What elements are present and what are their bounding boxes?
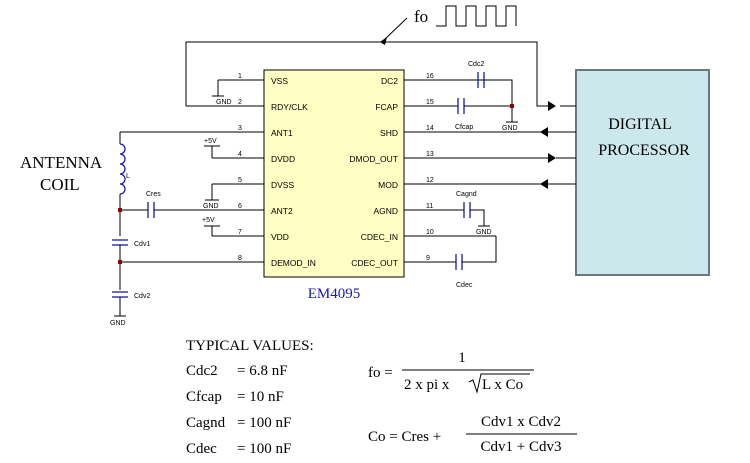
pin-num-12: 12 xyxy=(426,177,434,184)
fo-pointer xyxy=(383,17,408,41)
junction-node xyxy=(510,104,514,108)
digital-processor-box xyxy=(575,69,710,276)
chip-label: EM4095 xyxy=(308,286,361,302)
cdec-label: Cdec xyxy=(456,282,473,289)
pin-num-15: 15 xyxy=(426,99,434,106)
pin-num-1: 1 xyxy=(238,73,242,80)
pin-num-13: 13 xyxy=(426,151,434,158)
vplus-label-dvdd: +5V xyxy=(204,138,217,145)
cdc2-wire xyxy=(484,79,513,122)
value-name-cfcap: Cfcap xyxy=(186,389,222,405)
pin-num-5: 5 xyxy=(238,177,242,184)
co-formula-lhs: Co = Cres + xyxy=(368,429,441,445)
sqrt-symbol xyxy=(468,373,530,394)
value-cfcap: = 10 nF xyxy=(237,389,284,405)
fo-formula-numerator: 1 xyxy=(458,350,466,366)
pin-num-10: 10 xyxy=(426,229,434,236)
inductor-label: L xyxy=(126,173,130,180)
pin-name-fcap: FCAP xyxy=(375,102,398,112)
pin-num-16: 16 xyxy=(426,73,434,80)
vplus-label-vdd: +5V xyxy=(202,217,215,224)
cfcap-label: Cfcap xyxy=(455,124,473,131)
pin-name-rdy-clk: RDY/CLK xyxy=(271,102,308,112)
fo-label: fo xyxy=(414,7,428,26)
pin-name-demod-in: DEMOD_IN xyxy=(271,258,316,268)
cdv1-label: Cdv1 xyxy=(134,241,150,248)
value-cagnd: = 100 nF xyxy=(237,415,291,431)
gnd-label-vss: GND xyxy=(216,99,232,106)
pin-name-dvdd: DVDD xyxy=(271,154,295,164)
pin-num-2: 2 xyxy=(238,99,242,106)
pin-name-agnd: AGND xyxy=(373,206,398,216)
gnd-label-agnd: GND xyxy=(476,229,492,236)
processor-label-line2: PROCESSOR xyxy=(598,142,690,159)
left-pin-lines xyxy=(120,79,264,263)
pin-name-dvss: DVSS xyxy=(271,180,294,190)
value-cdc2: = 6.8 nF xyxy=(237,363,288,379)
junction-node xyxy=(118,260,122,264)
co-formula-numerator: Cdv1 x Cdv2 xyxy=(481,414,561,430)
pin-num-11: 11 xyxy=(426,203,433,210)
pin-name-vdd: VDD xyxy=(271,232,289,242)
cdec-wire xyxy=(462,236,497,263)
pin-num-3: 3 xyxy=(238,125,242,132)
gnd-label-cdv2: GND xyxy=(110,320,126,327)
pin-num-9: 9 xyxy=(426,255,430,262)
fo-formula-denominator-prefix: 2 x pi x xyxy=(404,377,450,393)
cdc2-label: Cdc2 xyxy=(468,61,484,68)
pin-name-ant2: ANT2 xyxy=(271,206,293,216)
processor-arrows xyxy=(540,101,576,189)
antenna-label-line2: COIL xyxy=(40,175,80,194)
pin-name-dc2: DC2 xyxy=(381,76,398,86)
pin-num-8: 8 xyxy=(238,255,242,262)
cagnd-label: Cagnd xyxy=(456,191,477,198)
junction-node xyxy=(118,208,122,212)
square-wave xyxy=(436,5,517,27)
pin-num-14: 14 xyxy=(426,125,434,132)
cagnd-wire xyxy=(470,209,485,226)
value-cdec: = 100 nF xyxy=(237,441,291,457)
pin-name-dmod-out: DMOD_OUT xyxy=(349,154,398,164)
clock-feedback-wire xyxy=(185,41,548,107)
cdv2-label: Cdv2 xyxy=(134,293,150,300)
value-name-cdec: Cdec xyxy=(186,441,217,457)
pin-name-cdec-out: CDEC_OUT xyxy=(351,258,398,268)
gnd-label-dvss: GND xyxy=(203,203,219,210)
pin-name-vss: VSS xyxy=(271,76,288,86)
fo-formula-lhs: fo = xyxy=(368,365,393,381)
gnd-label-fcap: GND xyxy=(502,125,518,132)
em4095-chip xyxy=(263,69,405,278)
antenna-inductor xyxy=(119,143,126,195)
processor-label-line1: DIGITAL xyxy=(608,116,672,133)
fo-formula-radicand: L x Co xyxy=(482,377,523,393)
cres-label: Cres xyxy=(146,191,161,198)
pin-num-7: 7 xyxy=(238,229,242,236)
typical-values-heading: TYPICAL VALUES: xyxy=(186,338,314,354)
value-name-cagnd: Cagnd xyxy=(186,415,226,431)
pin-name-shd: SHD xyxy=(380,128,398,138)
pin-num-6: 6 xyxy=(238,203,242,210)
pin-num-4: 4 xyxy=(238,151,242,158)
antenna-label-line1: ANTENNA xyxy=(20,153,103,172)
co-formula-denominator: Cdv1 + Cdv3 xyxy=(481,439,562,455)
pin-name-ant1: ANT1 xyxy=(271,128,293,138)
pin-name-cdec-in: CDEC_IN xyxy=(361,232,398,242)
value-name-cdc2: Cdc2 xyxy=(186,363,218,379)
pin-name-mod: MOD xyxy=(378,180,398,190)
